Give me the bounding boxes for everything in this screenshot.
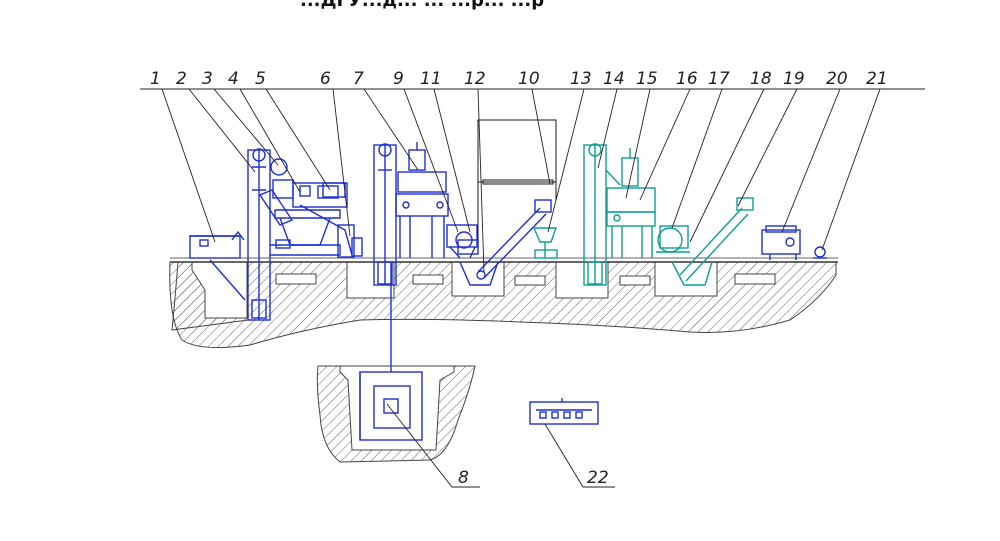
cleaning-machine-4-5 (299, 182, 363, 258)
callout-7: 7 (353, 69, 364, 89)
callout-15: 15 (636, 69, 658, 89)
callout-1: 1 (150, 69, 161, 89)
callout-13: 13 (570, 69, 592, 89)
callout-12: 12 (464, 69, 486, 89)
inclined-conveyor-12 (476, 199, 552, 280)
bucket-elevator-1 (247, 148, 271, 321)
ground-section (169, 257, 838, 349)
callout-4: 4 (228, 69, 239, 89)
callout-10: 10 (518, 69, 540, 89)
callout-6: 6 (320, 69, 331, 89)
callout-21: 21 (866, 69, 888, 89)
callout-22: 22 (587, 468, 609, 488)
callout-18: 18 (750, 69, 772, 89)
callout-2: 2 (176, 69, 187, 89)
separator-7 (395, 142, 449, 258)
mixer-17 (656, 225, 690, 253)
drawing-title-fragment: ...ДГУ...д... ... ...р... ...р (300, 0, 544, 11)
intake-hopper (189, 230, 246, 301)
callout-numbers: 1 2 3 4 5 6 7 9 11 12 10 13 14 15 16 17 … (150, 69, 888, 488)
deep-pit (316, 365, 476, 463)
gravity-table-9 (446, 224, 478, 259)
bagging-machine-20 (761, 225, 801, 260)
storage-bin-10 (477, 119, 557, 240)
compressor-21 (813, 246, 827, 259)
callout-14: 14 (603, 69, 625, 89)
callout-5: 5 (255, 69, 266, 89)
treater-13 (532, 227, 558, 259)
bucket-elevator-14 (583, 143, 621, 286)
chute-11 (457, 239, 499, 286)
callout-20: 20 (826, 69, 848, 89)
callout-11: 11 (420, 69, 442, 89)
callout-9: 9 (393, 69, 404, 89)
callout-16: 16 (676, 69, 698, 89)
callout-8: 8 (458, 468, 469, 488)
callout-3: 3 (202, 69, 213, 89)
leader-lines (140, 88, 925, 488)
separator-16 (606, 148, 656, 258)
callout-19: 19 (783, 69, 805, 89)
inclined-conveyor-19 (671, 197, 754, 286)
callout-17: 17 (708, 69, 730, 89)
control-panel-22 (529, 398, 599, 425)
pre-cleaner-machine (258, 158, 348, 256)
